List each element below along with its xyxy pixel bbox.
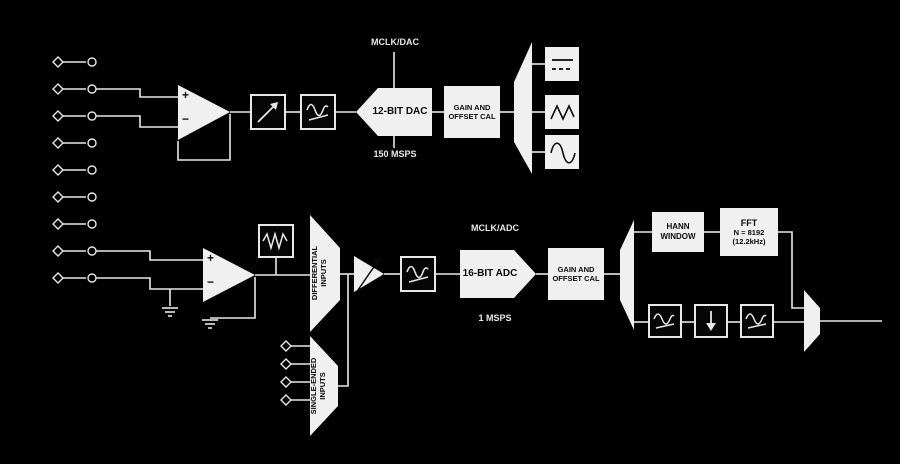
pin-row — [52, 191, 97, 203]
dac-rate-label: 150 MSPS — [373, 149, 417, 159]
downsample-icon — [706, 311, 716, 331]
pin-row — [52, 218, 97, 230]
pga-amp — [354, 256, 384, 292]
pin-row — [52, 137, 97, 149]
dac-pentagon — [356, 88, 432, 136]
fft-block: FFT N = 8192 (12.2kHz) — [720, 208, 778, 256]
gain-adjust-block — [250, 94, 286, 130]
fft-title: FFT — [740, 217, 758, 228]
adc-pentagon — [460, 250, 536, 298]
adc-rate-label: 1 MSPS — [478, 313, 512, 323]
antialias-filter-block — [400, 256, 436, 292]
top-amp-minus-label: − — [182, 112, 190, 126]
lowpass-filter-icon — [745, 313, 767, 329]
decimation-filter-block-2 — [740, 304, 774, 338]
diff-mux-label: DIFFERENTIAL INPUTS — [310, 245, 329, 301]
dc-level-icon — [552, 59, 573, 70]
single-ended-input-mux — [310, 336, 338, 436]
sine-wave-icon — [550, 142, 576, 164]
lowpass-filter-icon — [406, 265, 429, 283]
pin-row — [52, 83, 97, 95]
fft-size: N = 8192 — [733, 227, 765, 237]
resistor-icon — [262, 231, 288, 251]
pin-diamond-icon — [280, 376, 292, 388]
waveform-source-mux — [514, 42, 532, 174]
ground-icon — [162, 307, 178, 317]
deglitch-filter-block — [300, 94, 336, 130]
dac-output-amp — [178, 85, 230, 140]
pin-row — [52, 272, 97, 284]
pin-row — [52, 245, 97, 257]
wires — [96, 52, 882, 401]
fft-note: (12.2kHz) — [732, 237, 766, 246]
dac-gain-offset-cal-block: GAIN AND OFFSET CAL — [444, 86, 500, 138]
ramp-gain-icon — [257, 102, 278, 123]
pin-diamond-icon — [280, 340, 292, 352]
downsample-block — [694, 304, 728, 338]
pin-diamond-icon — [280, 358, 292, 370]
output-mux — [804, 290, 820, 352]
se-mux-label: SINGLE-ENDED INPUTS — [309, 357, 328, 415]
adc-clock-label: MCLK/ADC — [471, 223, 519, 233]
triangle-source-block — [545, 95, 579, 129]
sine-source-block — [545, 135, 579, 169]
attenuator-network-block — [258, 224, 294, 258]
dac-clock-label: MCLK/DAC — [371, 37, 419, 47]
pin-column — [52, 56, 97, 284]
lowpass-filter-icon — [653, 313, 675, 329]
pin-row — [52, 110, 97, 122]
instrumentation-amp — [203, 248, 255, 302]
processing-demux — [620, 220, 634, 330]
adc-label: 16-BIT ADC — [462, 268, 518, 280]
decimation-filter-block-1 — [648, 304, 682, 338]
triangle-wave-icon — [550, 104, 575, 121]
bottom-amp-minus-label: − — [207, 275, 215, 289]
adc-gain-offset-cal-block: GAIN AND OFFSET CAL — [548, 248, 604, 300]
top-amp-plus-label: + — [182, 88, 190, 102]
dac-label: 12-BIT DAC — [372, 106, 428, 118]
bottom-amp-plus-label: + — [207, 251, 215, 265]
lowpass-filter-icon — [306, 103, 329, 121]
single-ended-pins — [280, 340, 292, 406]
pin-row — [52, 56, 97, 68]
dc-source-block — [545, 47, 579, 81]
hann-window-block: HANN WINDOW — [652, 212, 704, 252]
pin-row — [52, 164, 97, 176]
ground-icon — [202, 319, 218, 329]
gain-arrowhead-icon — [373, 258, 380, 265]
differential-input-mux — [310, 215, 340, 332]
pin-diamond-icon — [280, 394, 292, 406]
